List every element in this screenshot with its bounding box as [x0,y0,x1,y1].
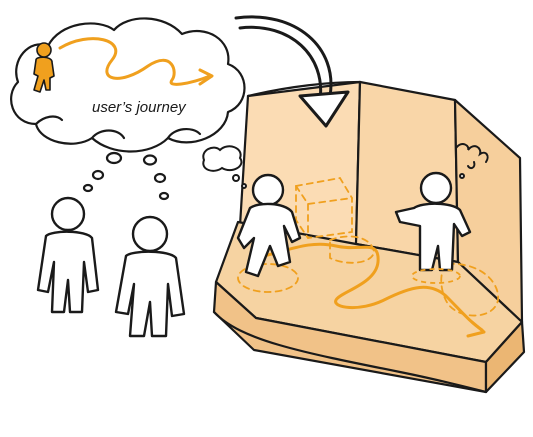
observer-figure-left [38,198,98,312]
inner-thought-puff-left [203,146,246,188]
observer-figure-right [116,217,184,336]
thought-cloud-caption: user’s journey [92,99,187,116]
